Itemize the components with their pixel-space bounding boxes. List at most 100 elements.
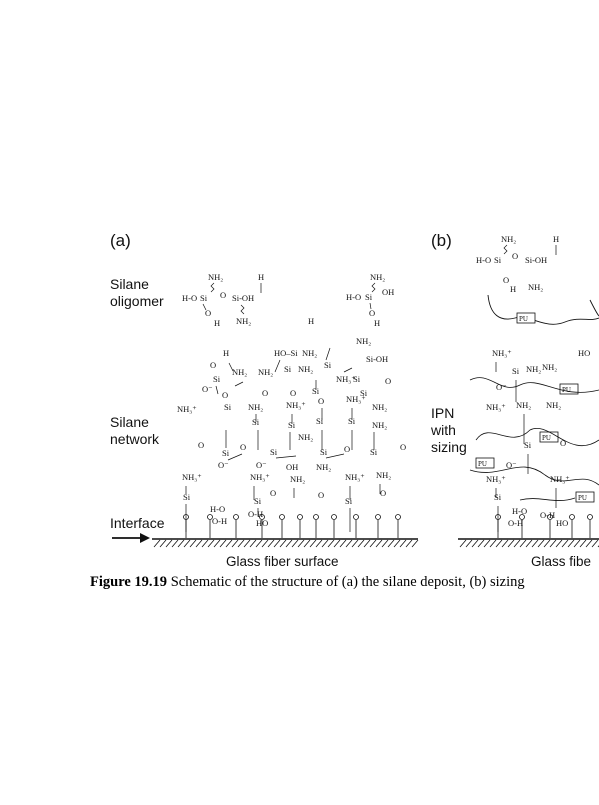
network-a-fragment: NH₂ <box>232 367 247 377</box>
pu-box <box>575 491 595 503</box>
network-a-fragment: O⁻ <box>202 384 213 394</box>
network-a-fragment: NH₂ <box>290 474 305 484</box>
label-sizing: sizing <box>431 439 467 455</box>
oligomer-molecule-right: NH₂ H-O Si OH O H <box>346 272 394 328</box>
panel-b-oligomer: NH₂ H-O Si O Si-OH H O H NH₂ <box>476 234 559 294</box>
svg-text:Si-OH: Si-OH <box>525 255 547 265</box>
network-a-fragment: OH <box>286 462 298 472</box>
svg-text:PU: PU <box>519 315 528 323</box>
network-a-fragment: O-H <box>212 516 227 526</box>
svg-text:NH₂: NH₂ <box>236 316 251 326</box>
network-a-fragment: O <box>380 488 386 498</box>
network-b-fragment: Si <box>524 440 532 450</box>
svg-text:H: H <box>258 272 264 282</box>
network-a-fragment: NH₂ <box>298 364 313 374</box>
svg-text:Si: Si <box>200 293 208 303</box>
network-b-fragment: NH₃⁺ <box>550 474 570 484</box>
network-a-fragment: Si <box>370 447 378 457</box>
network-b-fragment: O-H <box>540 510 555 520</box>
network-a-fragment: O <box>318 490 324 500</box>
svg-text:H-O: H-O <box>346 292 361 302</box>
network-b-fragment: O <box>560 438 566 448</box>
network-a-fragment: Si <box>213 374 221 384</box>
pu-label: PU <box>578 494 587 502</box>
oligomer-molecule-left: NH₂ H-O Si O Si-OH H O H NH₂ <box>182 272 264 328</box>
network-a-fragment: NH₂ <box>298 432 313 442</box>
network-a-fragment: H-O <box>210 504 225 514</box>
network-a-fragment: Si <box>316 416 324 426</box>
network-a-fragment: O⁻ <box>218 460 229 470</box>
network-a-fragment: O <box>344 444 350 454</box>
network-a-fragment: NH₂ <box>316 462 331 472</box>
network-b-fragment: NH₂ <box>542 362 557 372</box>
panel-a-tag: (a) <box>110 231 131 250</box>
svg-text:H-O: H-O <box>182 293 197 303</box>
glass-fiber-surface-a: Glass fiber surface <box>226 554 339 569</box>
network-a-fragment: O-H <box>248 509 263 519</box>
svg-text:O: O <box>220 290 226 300</box>
network-a-fragment: Si <box>270 447 278 457</box>
network-b-fragment: Si <box>512 366 520 376</box>
svg-text:O: O <box>503 275 509 285</box>
label-silane-network-line1: Silane <box>110 414 149 430</box>
network-a-fragment: NH₂ <box>356 336 371 346</box>
label-with: with <box>430 422 456 438</box>
network-b-fragment: NH₃⁺ <box>486 474 506 484</box>
interface-bonds-b <box>495 514 593 538</box>
network-a-fragment: NH₃⁺ <box>286 400 306 410</box>
pu-box <box>475 457 495 469</box>
svg-text:Si-OH: Si-OH <box>232 293 254 303</box>
glass-surface-a <box>152 538 419 548</box>
svg-text:NH₂: NH₂ <box>528 282 543 292</box>
svg-text:Si: Si <box>365 292 373 302</box>
caption-text: Schematic of the structure of (a) the si… <box>167 574 525 590</box>
network-a-fragment: NH₂ <box>372 402 387 412</box>
network-a-fragment: O <box>290 388 296 398</box>
figure-number: Figure 19.19 <box>90 574 168 590</box>
network-b-fragment: NH₃⁺ <box>486 402 506 412</box>
network-a-fragment: O <box>222 390 228 400</box>
network-a-fragment: Si-OH <box>366 354 388 364</box>
network-a-fragment: NH₃⁺ <box>250 472 270 482</box>
network-a-fragment: Si <box>353 374 361 384</box>
network-b-fragment: NH₂ <box>516 400 531 410</box>
network-b-fragment: O⁻ <box>496 382 507 392</box>
network-a-fragment: NH₃⁺ <box>177 404 197 414</box>
network-a-fragment: O <box>262 388 268 398</box>
network-a-fragment: HO–Si <box>274 348 298 358</box>
network-a-fragment: Si <box>222 448 230 458</box>
network-a-fragment: O⁻ <box>256 460 267 470</box>
network-a-fragment: Si <box>360 388 368 398</box>
network-a-fragment: NH₂ <box>248 402 263 412</box>
network-a-fragment: O <box>198 440 204 450</box>
interface-bonds-a <box>183 514 401 538</box>
svg-text:H: H <box>510 284 516 294</box>
network-a-fragment: H <box>308 316 314 326</box>
pu-label: PU <box>478 460 487 468</box>
panel-b-pu-polymer: PU <box>487 294 599 325</box>
network-b-fragment: H-O <box>512 506 527 516</box>
network-a-fragment: NH₃⁺ <box>346 394 366 404</box>
network-b-fragment: HO <box>556 518 568 528</box>
network-a-fragment: NH₂ <box>258 367 273 377</box>
network-a-fragment: Si <box>345 496 353 506</box>
panel-b-tag: (b) <box>431 231 452 250</box>
network-b-fragment: NH₃⁺ <box>492 348 512 358</box>
network-a-fragment: O <box>210 360 216 370</box>
network-a-fragment: O <box>385 376 391 386</box>
network-a-fragment: NH₃⁺ <box>345 472 365 482</box>
svg-text:H: H <box>214 318 220 328</box>
svg-text:H: H <box>374 318 380 328</box>
network-a-fragment: Si <box>324 360 332 370</box>
network-a-fragment: O <box>318 396 324 406</box>
network-b-fragment: O-H <box>508 518 523 528</box>
network-b-fragment: HO <box>578 348 590 358</box>
pu-box <box>559 383 579 395</box>
glass-surface-b <box>458 538 599 548</box>
svg-text:NH₂: NH₂ <box>208 272 223 282</box>
svg-text:OH: OH <box>382 287 394 297</box>
network-a-fragment: NH₂ <box>372 420 387 430</box>
network-a-fragment: O <box>270 488 276 498</box>
network-a-fragment: Si <box>312 386 320 396</box>
